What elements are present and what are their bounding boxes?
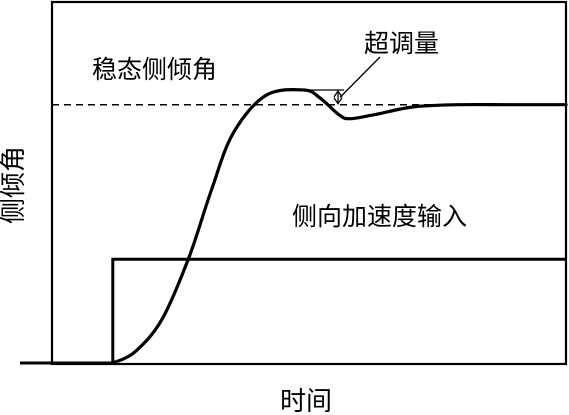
plot-frame: [50, 0, 568, 366]
steady-state-label: 稳态侧倾角: [92, 55, 217, 84]
x-axis-label: 时间: [280, 387, 332, 415]
overshoot-leader-line: [339, 56, 381, 98]
step-input-label: 侧向加速度输入: [292, 202, 467, 231]
overshoot-label: 超调量: [364, 29, 439, 58]
y-axis-label: 侧倾角: [0, 146, 29, 224]
step-input-series-line: [20, 257, 566, 365]
roll-angle-response-line: [111, 87, 568, 365]
overshoot-arrowhead-down: [333, 97, 343, 105]
overshoot-marker: [300, 56, 381, 105]
overshoot-arrowhead-up: [333, 89, 343, 98]
